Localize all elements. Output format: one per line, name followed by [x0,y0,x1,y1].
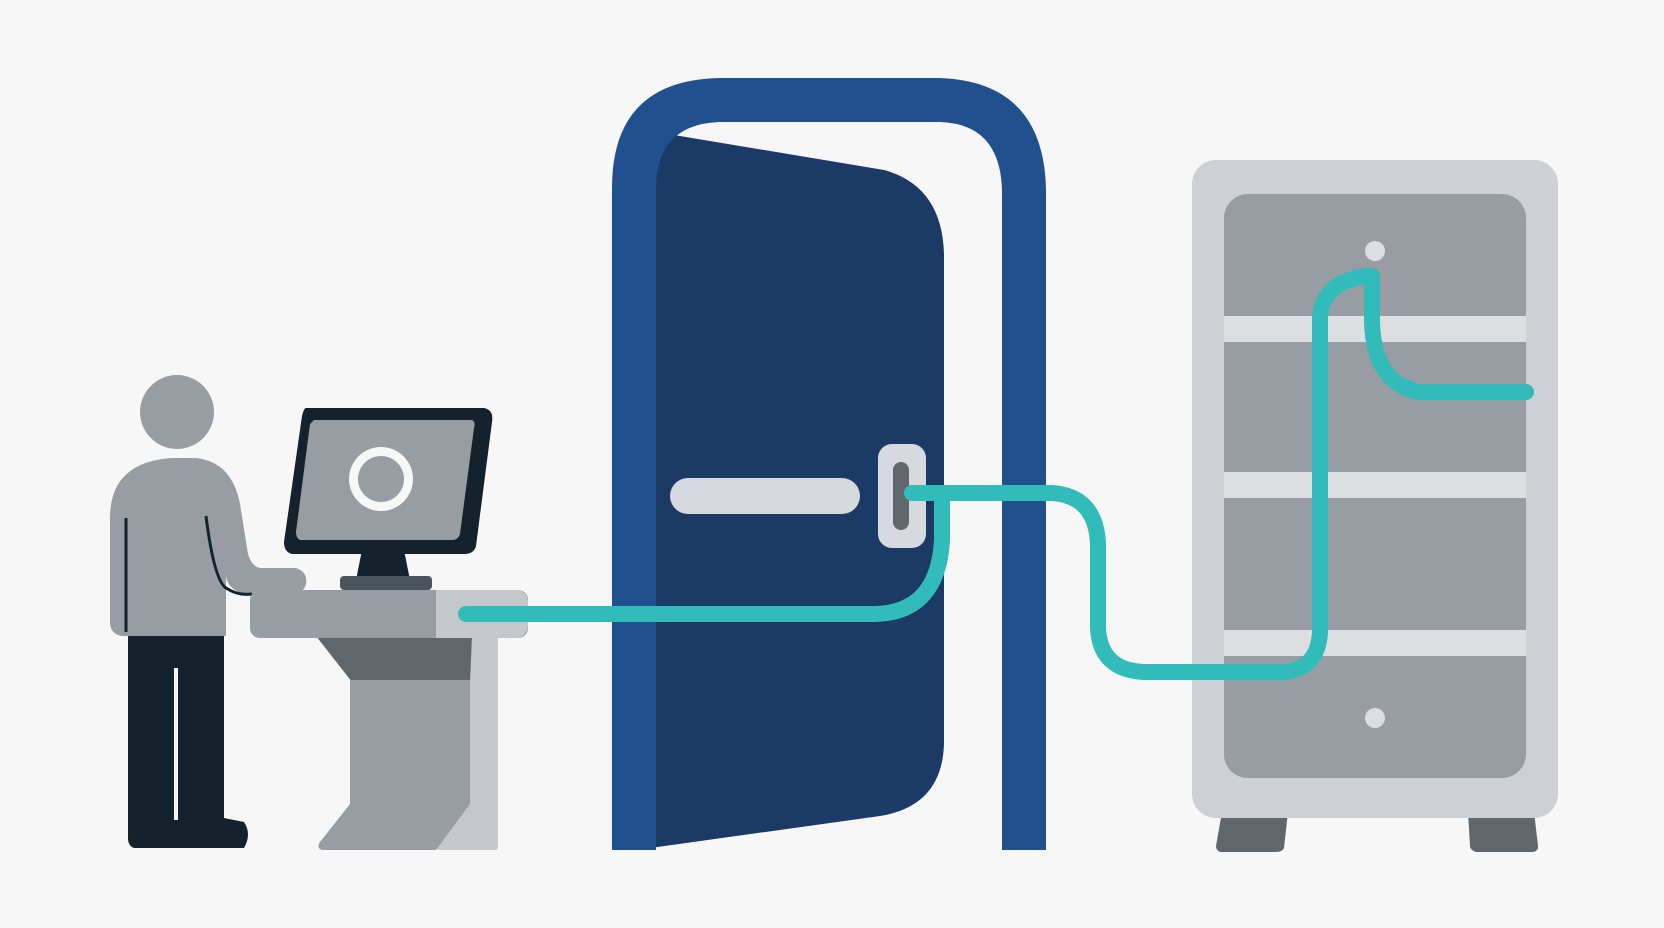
server-indicator-bottom [1365,708,1385,728]
desk-apron [316,636,472,682]
server-rail-2 [1224,472,1526,498]
server-foot-right [1468,812,1538,852]
cable-desk-to-door [458,492,950,622]
monitor-neck [356,550,410,580]
server-indicator-top [1365,241,1385,261]
cable-door-to-server [904,268,1534,680]
door-frame [612,78,1046,850]
person-legs [128,632,248,848]
person-outline [124,515,253,632]
server-rail-3 [1224,630,1526,656]
door-lock-slot [893,462,909,530]
person-icon [110,375,307,848]
monitor-base [340,576,432,590]
desk [250,590,528,850]
desk-pedestal [318,680,470,850]
person-head [140,375,214,449]
computer-monitor-icon [284,408,493,590]
server-rack-icon [1192,160,1558,852]
door-handle-bar [670,478,860,514]
server-foot-left [1216,812,1288,852]
door-icon [612,78,1046,850]
monitor-screen-dot [358,456,404,502]
network-cable-icon [458,268,1534,680]
